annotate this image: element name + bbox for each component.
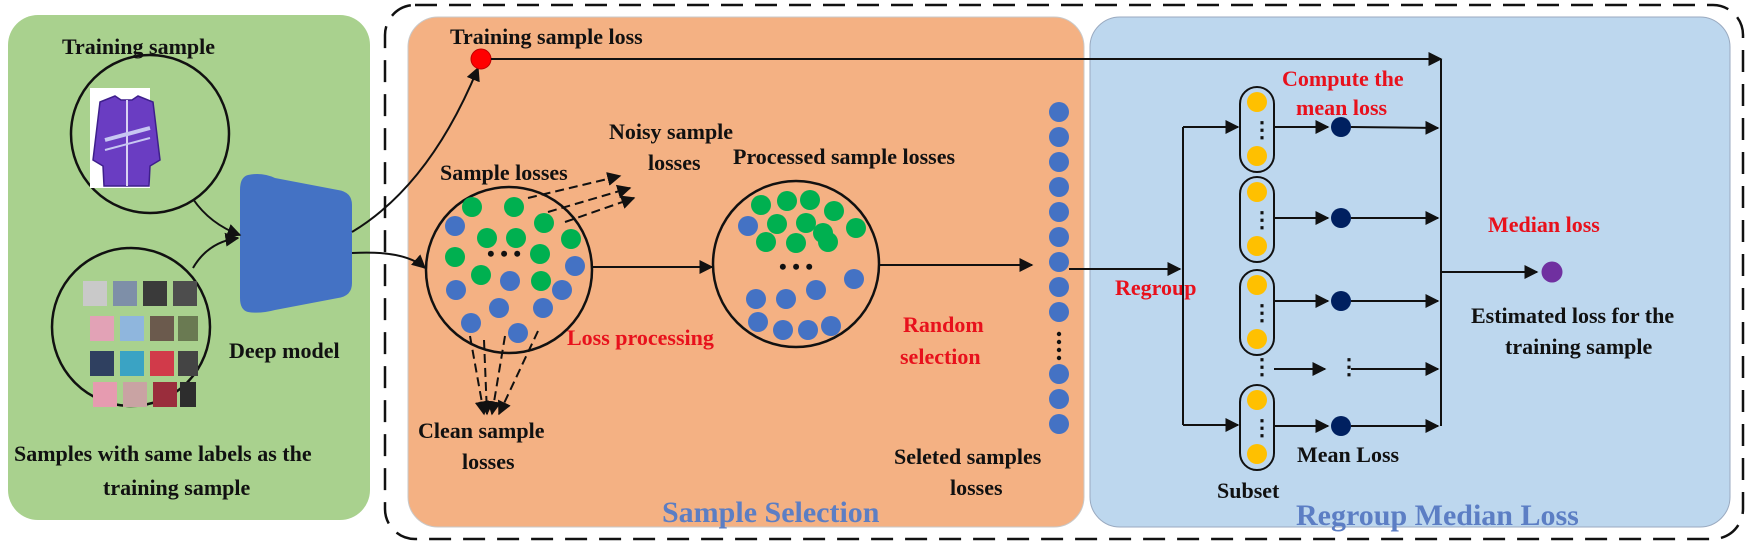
sample-losses-label: Sample losses bbox=[440, 160, 568, 185]
estimated-loss-line2: training sample bbox=[1505, 334, 1653, 359]
selected-losses-line2: losses bbox=[950, 475, 1003, 500]
subset-dots-2: ⋮ bbox=[1251, 207, 1273, 232]
median-loss-dot bbox=[1541, 261, 1563, 283]
deep-model-label: Deep model bbox=[229, 338, 340, 363]
sample-losses-dots bbox=[445, 197, 585, 343]
clean-losses-line1: Clean sample bbox=[418, 418, 545, 443]
mean-dots-gap: ⋮ bbox=[1338, 354, 1360, 379]
arrow-samples-to-model bbox=[192, 232, 240, 269]
dashed-border bbox=[383, 3, 1745, 541]
sample-selection-title: Sample Selection bbox=[662, 496, 880, 529]
processed-losses-ellipsis: • • • bbox=[779, 254, 813, 279]
same-label-samples-line1: Samples with same labels as the bbox=[14, 441, 312, 466]
estimated-loss-line1: Estimated loss for the bbox=[1471, 303, 1674, 328]
regroup-median-title: Regroup Median Loss bbox=[1296, 499, 1579, 532]
subset-dots-4: ⋮ bbox=[1251, 415, 1273, 440]
compute-mean-line1: Compute the bbox=[1282, 66, 1404, 91]
subset-1 bbox=[1239, 86, 1275, 173]
processed-losses-dots bbox=[738, 190, 866, 340]
noisy-losses-line2: losses bbox=[648, 150, 701, 175]
arrow-model-to-training-loss bbox=[351, 66, 480, 233]
loss-processing-label: Loss processing bbox=[567, 325, 714, 350]
random-selection-line2: selection bbox=[900, 344, 981, 369]
training-sample-circle bbox=[69, 53, 231, 215]
subset-dots-3: ⋮ bbox=[1251, 300, 1273, 325]
sample-selection-panel bbox=[407, 16, 1085, 528]
regroup-branches bbox=[1182, 120, 1240, 432]
regroup-median-panel bbox=[1089, 16, 1731, 528]
sample-losses-ellipsis: • • • bbox=[487, 241, 521, 266]
sample-thumbnails bbox=[83, 281, 198, 407]
same-label-samples-line2: training sample bbox=[103, 475, 251, 500]
deep-model-shape bbox=[240, 174, 352, 313]
sample-losses-circle bbox=[424, 185, 594, 355]
subset-3 bbox=[1239, 269, 1275, 356]
random-selection-line1: Random bbox=[903, 312, 984, 337]
selected-losses-column bbox=[1049, 102, 1069, 434]
median-connectors bbox=[1350, 59, 1539, 433]
noisy-losses-line1: Noisy sample bbox=[609, 119, 733, 144]
noisy-arrows bbox=[527, 172, 636, 223]
mean-connectors bbox=[1274, 120, 1330, 433]
training-loss-dot bbox=[470, 48, 492, 70]
arrow-model-to-sample-losses bbox=[351, 251, 427, 269]
compute-mean-line2: mean loss bbox=[1296, 95, 1388, 120]
mean-loss-dots bbox=[1331, 117, 1351, 436]
clean-losses-line2: losses bbox=[462, 449, 515, 474]
regroup-label: Regroup bbox=[1115, 275, 1197, 300]
subset-2 bbox=[1239, 176, 1275, 263]
selected-losses-line1: Seleted samples bbox=[894, 444, 1042, 469]
subset-label: Subset bbox=[1217, 478, 1280, 503]
subset-dots-gap: ⋮ bbox=[1251, 354, 1273, 379]
clean-arrows bbox=[469, 330, 539, 416]
processed-losses-label: Processed sample losses bbox=[733, 144, 955, 169]
median-loss-label: Median loss bbox=[1488, 212, 1600, 237]
subset-4 bbox=[1239, 384, 1275, 471]
training-sample-loss-label: Training sample loss bbox=[450, 24, 643, 49]
mean-loss-label: Mean Loss bbox=[1297, 442, 1400, 467]
subset-dots-1: ⋮ bbox=[1251, 117, 1273, 142]
jacket-image bbox=[90, 88, 161, 188]
